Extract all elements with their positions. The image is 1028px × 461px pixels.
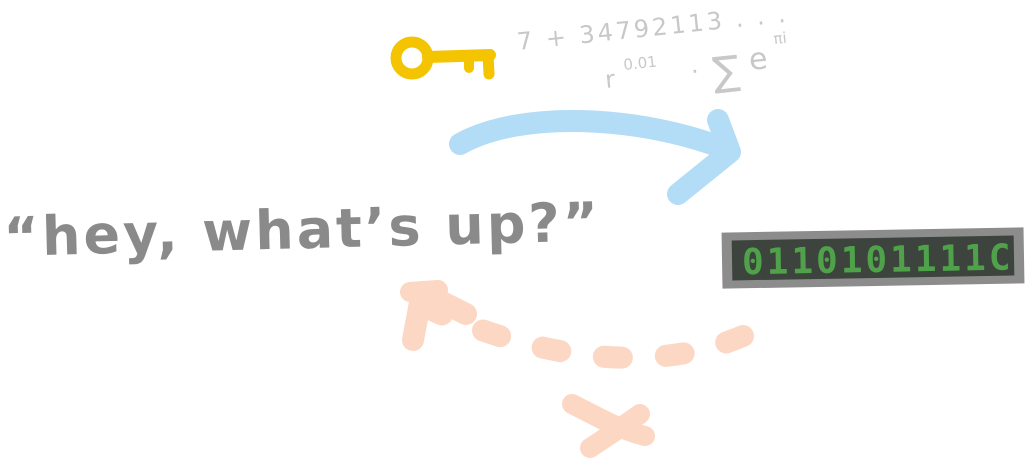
ciphertext-screen: 0110101111C (721, 227, 1025, 289)
formula-r: r (604, 65, 620, 94)
formula-e-exponent: πi (773, 29, 788, 48)
plaintext-message: “hey, what’s up?” (3, 190, 602, 269)
ciphertext-bits: 0110101111C (742, 238, 1014, 284)
dotted-curved-arrow-left-icon (400, 280, 754, 369)
key-formula: 7 + 34792113 . . . r 0.01 · ∑ e πi (516, 0, 790, 96)
curved-arrow-right-icon (449, 109, 741, 205)
cross-icon (562, 394, 655, 458)
formula-dot: · (690, 57, 704, 86)
key-icon (390, 36, 496, 80)
formula-r-exponent: 0.01 (623, 53, 658, 74)
formula-e: e (747, 41, 772, 78)
formula-sum: ∑ (710, 47, 745, 96)
